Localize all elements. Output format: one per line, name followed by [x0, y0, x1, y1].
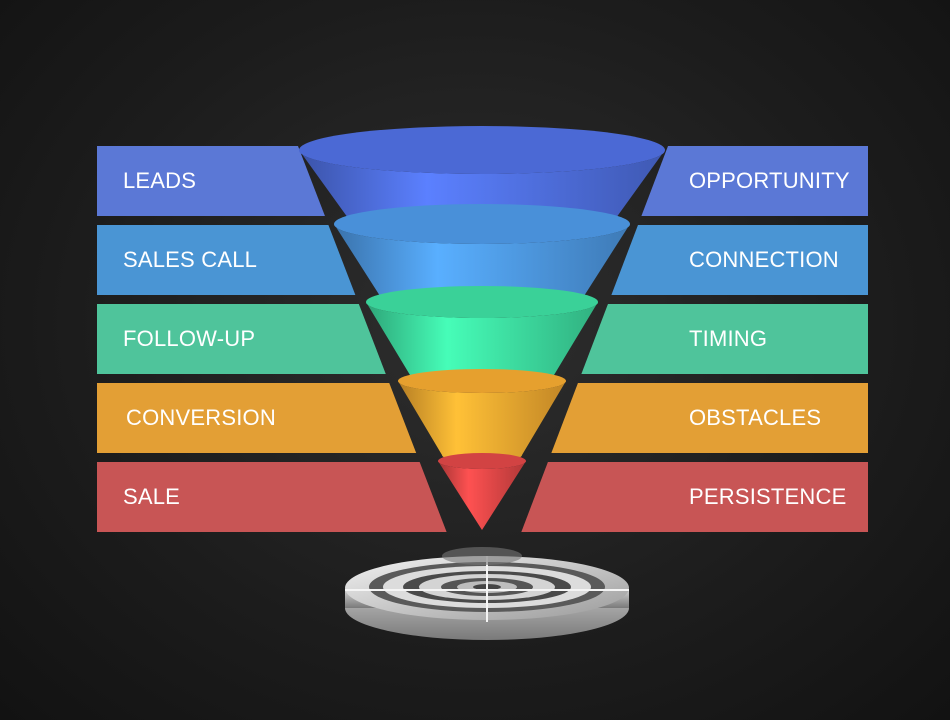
right-band-4 [551, 383, 868, 453]
right-label: PERSISTENCE [689, 484, 847, 509]
right-band-2 [611, 225, 868, 295]
left-label: LEADS [123, 168, 197, 193]
left-label: CONVERSION [126, 405, 276, 430]
right-band-1 [641, 146, 868, 216]
right-label: TIMING [689, 326, 768, 351]
right-band-5 [521, 462, 868, 532]
left-band-2 [97, 225, 356, 295]
funnel [299, 126, 665, 530]
left-bands [97, 146, 447, 532]
left-label: SALE [123, 484, 181, 509]
left-label: FOLLOW-UP [123, 326, 256, 351]
right-bands [521, 146, 868, 532]
right-label: CONNECTION [689, 247, 839, 272]
left-band-4 [97, 383, 417, 453]
right-band-3 [581, 304, 868, 374]
right-label: OPPORTUNITY [689, 168, 850, 193]
left-band-5 [97, 462, 447, 532]
left-band-1 [97, 146, 325, 216]
funnel-segment-2 [334, 204, 630, 308]
funnel-segment-4 [398, 369, 566, 463]
funnel-segment-5 [438, 453, 526, 530]
left-label: SALES CALL [123, 247, 258, 272]
funnel-segment-3 [366, 286, 598, 385]
right-label: OBSTACLES [689, 405, 822, 430]
target-icon [345, 547, 629, 640]
left-band-3 [97, 304, 386, 374]
